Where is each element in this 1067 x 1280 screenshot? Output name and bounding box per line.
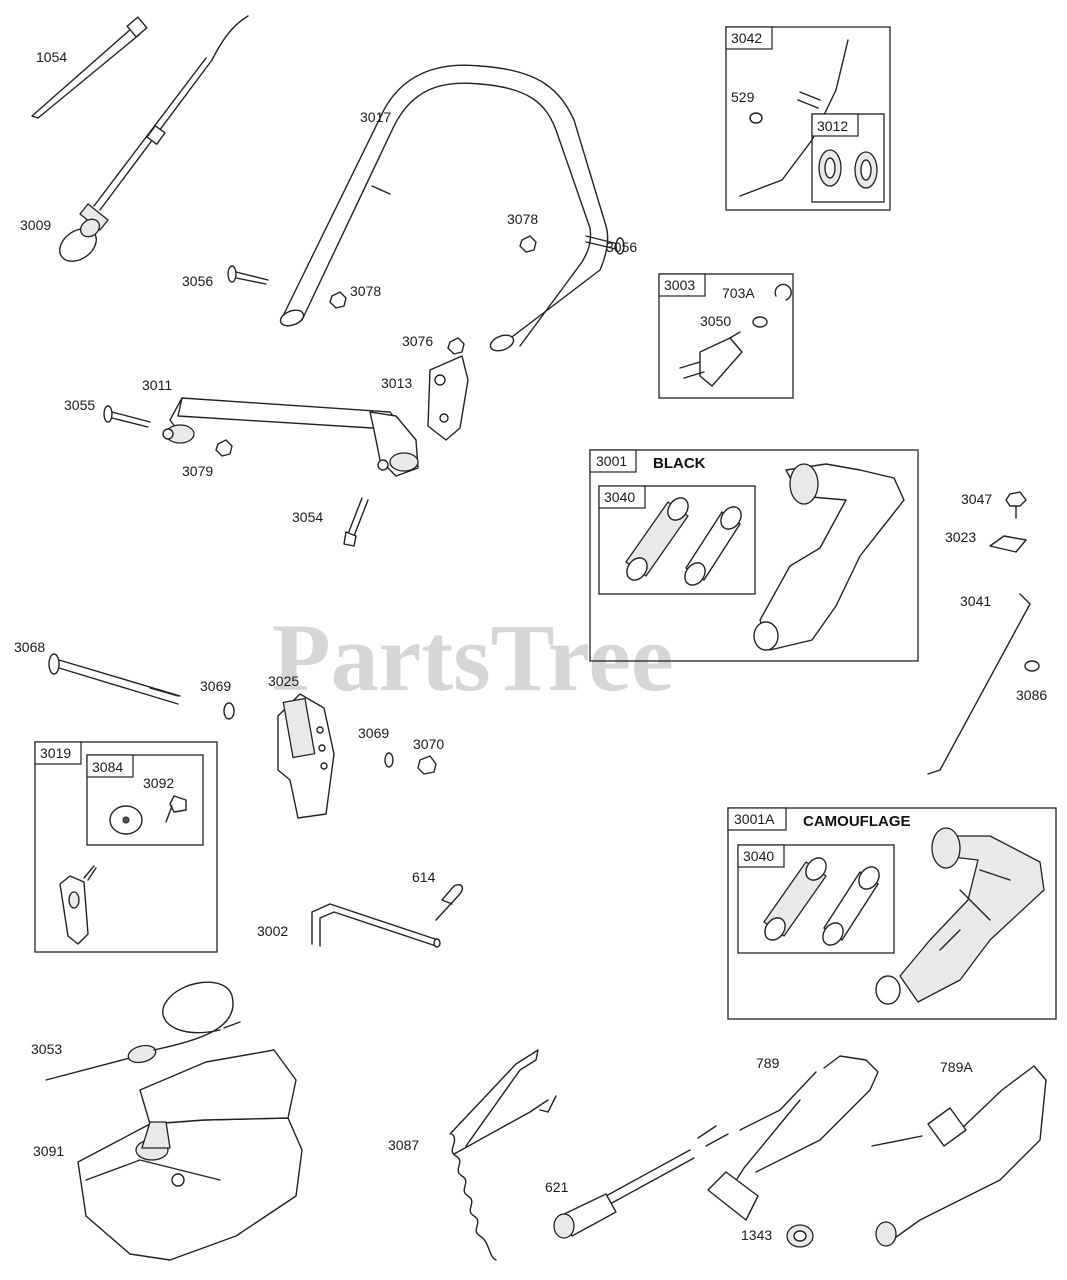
part-3056-bolt-b (585, 235, 625, 255)
label-3056-a: 3056 (182, 273, 213, 289)
label-3092: 3092 (143, 775, 174, 791)
label-3069-a: 3069 (200, 678, 231, 694)
box-3019: 3019 3084 3092 (34, 741, 218, 953)
part-3025-bracket (277, 693, 335, 819)
label-3017: 3017 (360, 109, 391, 125)
label-3078-a: 3078 (507, 211, 538, 227)
label-1054: 1054 (36, 49, 67, 65)
label-3041: 3041 (960, 593, 991, 609)
label-1343: 1343 (741, 1227, 772, 1243)
part-3078-nut-b (329, 291, 347, 309)
part-3056-bolt-a (227, 265, 269, 285)
label-3055: 3055 (64, 397, 95, 413)
part-3053-primer-line (45, 981, 241, 1081)
part-3019-bracket (59, 865, 97, 945)
part-3055-bolt (103, 405, 151, 428)
label-789: 789 (756, 1055, 780, 1071)
part-3023-plate (989, 535, 1027, 553)
part-3068-bolt (48, 653, 181, 705)
part-1054-cable-tie (31, 16, 148, 119)
label-3076: 3076 (402, 333, 433, 349)
part-789-wire-harness (697, 1055, 879, 1221)
part-3054-bolt (343, 497, 369, 547)
part-3013-bracket (427, 355, 469, 441)
part-789A-wire-harness (871, 1065, 1047, 1247)
part-3092-screw (165, 795, 187, 823)
label-621: 621 (545, 1179, 569, 1195)
label-3069-b: 3069 (358, 725, 389, 741)
part-3040-grip-a (625, 497, 742, 586)
part-3002-rod (311, 903, 441, 948)
part-621-connector (553, 1149, 695, 1239)
label-789A: 789A (940, 1059, 973, 1075)
watermark-text: PartsTree (272, 604, 674, 711)
box-label-3012: 3012 (817, 118, 848, 134)
box-label-3019: 3019 (40, 745, 71, 761)
watermark: PartsTree TM (272, 602, 790, 711)
label-703A: 703A (722, 285, 755, 301)
part-3070-nut (417, 755, 437, 775)
label-3002: 3002 (257, 923, 288, 939)
box-title-black: BLACK (653, 455, 706, 472)
part-3078-nut-a (519, 235, 537, 253)
label-3050: 3050 (700, 313, 731, 329)
box-3042: 3042 529 3012 (725, 26, 891, 211)
part-3076-nut (447, 337, 465, 355)
part-703A-clip (774, 283, 792, 301)
part-3050-connector (679, 331, 743, 387)
label-3068: 3068 (14, 639, 45, 655)
label-3047: 3047 (961, 491, 992, 507)
part-1343-grommet (786, 1224, 814, 1248)
part-3001A-handle-camo (875, 827, 1045, 1005)
part-3041-rod (927, 593, 1031, 775)
label-3079: 3079 (182, 463, 213, 479)
label-3009: 3009 (20, 217, 51, 233)
box-title-camouflage: CAMOUFLAGE (803, 813, 911, 830)
label-3056-b: 3056 (606, 239, 637, 255)
part-3086-washer (1024, 660, 1040, 672)
label-614: 614 (412, 869, 436, 885)
label-529: 529 (731, 89, 755, 105)
part-3040-grip-b (763, 857, 880, 946)
box-3001A-camouflage: 3001A CAMOUFLAGE 3040 (727, 807, 1057, 1020)
box-label-3001A: 3001A (734, 811, 775, 827)
label-3013: 3013 (381, 375, 412, 391)
part-3091-fuel-tank (77, 1049, 303, 1261)
part-3047-screw (1005, 491, 1027, 519)
label-3086: 3086 (1016, 687, 1047, 703)
label-3053: 3053 (31, 1041, 62, 1057)
box-label-3001: 3001 (596, 453, 627, 469)
label-3011: 3011 (142, 377, 172, 393)
part-529 (749, 112, 763, 124)
label-3078-b: 3078 (350, 283, 381, 299)
part-3017-upper-handle (279, 64, 609, 352)
label-3023: 3023 (945, 529, 976, 545)
part-3069-washer-a (223, 702, 235, 720)
box-label-3003: 3003 (664, 277, 695, 293)
box-label-3040-b: 3040 (743, 848, 774, 864)
label-3070: 3070 (413, 736, 444, 752)
label-3025: 3025 (268, 673, 299, 689)
part-3069-washer-b (384, 752, 394, 768)
label-3054: 3054 (292, 509, 323, 525)
part-614-pin (435, 884, 464, 921)
part-3079-nut (215, 439, 233, 457)
part-3009-choke-cable (59, 15, 249, 262)
part-3087-safety-tether (449, 1049, 557, 1261)
part-3011-lower-handle (162, 397, 419, 477)
box-3001-black: 3001 BLACK 3040 (589, 449, 919, 662)
part-3001-handle-black (753, 463, 905, 651)
box-3003: 3003 703A 3050 (658, 273, 794, 399)
box-label-3040-a: 3040 (604, 489, 635, 505)
label-3087: 3087 (388, 1137, 419, 1153)
box-label-3084: 3084 (92, 759, 123, 775)
label-3091: 3091 (33, 1143, 64, 1159)
box-label-3042: 3042 (731, 30, 762, 46)
